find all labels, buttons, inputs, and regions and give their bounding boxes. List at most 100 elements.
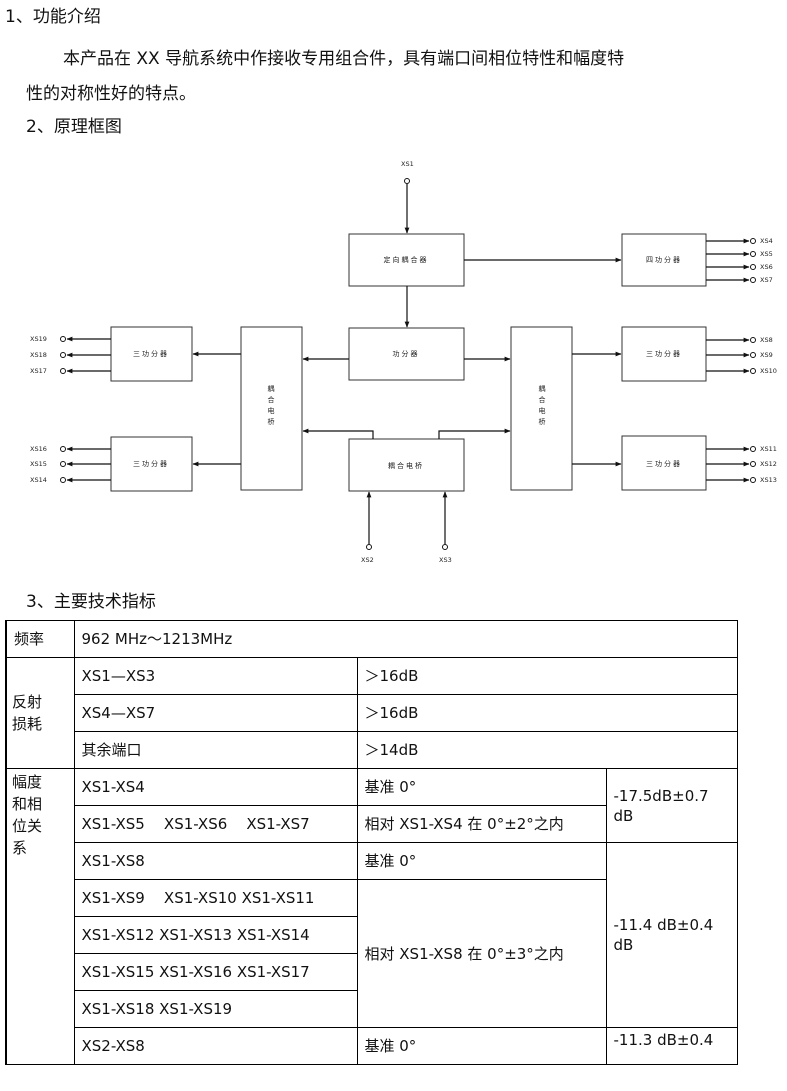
ap-ports: XS1-XS8 <box>73 842 358 880</box>
coupled-bridge-right-label-3: 电 <box>539 406 546 415</box>
xs4-connector-icon <box>750 238 756 244</box>
xs3-connector-icon <box>442 544 448 550</box>
xs9-connector-icon <box>750 352 756 358</box>
return-loss-label: 反射损耗 <box>5 657 75 769</box>
spec-table: 频率 962 MHz～1213MHz 反射损耗 XS1—XS3 ＞16dB XS… <box>5 620 738 1065</box>
coupled-bridge-left-label-1: 耦 <box>268 385 275 393</box>
rl-port: XS4—XS7 <box>73 694 358 732</box>
table-row: XS4—XS7 ＞16dB <box>6 694 738 732</box>
power-divider-label: 功分器 <box>393 349 420 358</box>
three-way-divider-right-top-label: 三功分器 <box>646 349 682 358</box>
four-way-divider-label: 四功分器 <box>646 255 682 264</box>
intro-paragraph-line2: 性的对称性好的特点。 <box>26 84 196 104</box>
ap-phase: 基准 0° <box>356 768 607 806</box>
port-label-xs8: XS8 <box>760 336 773 344</box>
table-row: 频率 962 MHz～1213MHz <box>5 620 738 658</box>
xs8-connector-icon <box>750 337 756 343</box>
xs2-connector-icon <box>366 544 372 550</box>
coupled-bridge-left-label-2: 合 <box>268 395 275 404</box>
port-label-xs12: XS12 <box>760 460 777 468</box>
amp-phase-label: 幅度和相位关系 <box>5 768 75 1065</box>
table-row: XS1-XS8 基准 0° -11.4 dB±0.4 dB <box>6 842 738 1028</box>
three-way-divider-left-top <box>110 326 193 382</box>
ap-ports: XS1-XS12 XS1-XS13 XS1-XS14 <box>73 916 358 954</box>
freq-label: 频率 <box>5 620 75 658</box>
coupled-bridge-right-label-4: 桥 <box>539 417 546 426</box>
xs19-connector-icon <box>60 336 66 342</box>
port-label-xs1: XS1 <box>401 160 414 168</box>
ap-phase: 相对 XS1-XS4 在 0°±2°之内 <box>356 805 607 843</box>
intro-paragraph-line1: 本产品在 XX 导航系统中作接收专用组合件，具有端口间相位特性和幅度特 <box>63 49 625 69</box>
rl-value: ＞16dB <box>356 694 738 732</box>
three-way-divider-left-top-label: 三功分器 <box>133 349 169 358</box>
rl-value: ＞14dB <box>356 731 738 769</box>
section1-title: 1、功能介绍 <box>5 7 101 27</box>
table-row: XS1-XS15 XS1-XS16 XS1-XS17 <box>6 953 737 991</box>
port-label-xs3: XS3 <box>439 556 452 564</box>
coupled-bridge-left <box>240 326 303 491</box>
table-row: 幅度和相位关系 XS1-XS4 基准 0° -17.5dB±0.7 dB <box>5 768 738 1065</box>
directional-coupler-label: 定向耦合器 <box>384 255 429 264</box>
coupled-bridge-right-label-1: 耦 <box>539 385 546 393</box>
port-label-xs18: XS18 <box>30 351 47 359</box>
xs6-connector-icon <box>750 264 756 270</box>
table-row: 其余端口 ＞14dB <box>6 731 738 769</box>
port-label-xs14: XS14 <box>30 476 47 484</box>
xs15-connector-icon <box>60 461 66 467</box>
three-way-divider-right-bottom <box>621 435 707 491</box>
four-way-divider-block <box>621 233 707 287</box>
port-label-xs6: XS6 <box>760 263 773 271</box>
coupled-bridge-left-label-4: 桥 <box>268 417 275 426</box>
ap-ports: XS1-XS5 XS1-XS6 XS1-XS7 <box>73 805 358 843</box>
xs14-connector-icon <box>60 477 66 483</box>
port-label-xs4: XS4 <box>760 237 773 245</box>
three-way-divider-right-bottom-label: 三功分器 <box>646 459 682 468</box>
port-label-xs9: XS9 <box>760 351 773 359</box>
xs18-connector-icon <box>60 352 66 358</box>
coupled-bridge-right-label-2: 合 <box>539 395 546 404</box>
section2-title: 2、原理框图 <box>26 117 122 137</box>
ap-phase: 相对 XS1-XS8 在 0°±3°之内 <box>356 879 607 1028</box>
port-label-xs19: XS19 <box>30 335 47 343</box>
three-way-divider-left-bottom-label: 三功分器 <box>133 459 169 468</box>
amp-value-1: -17.5dB±0.7 dB <box>605 768 738 843</box>
ap-phase: 基准 0° <box>356 1027 607 1065</box>
ap-ports: XS2-XS8 <box>73 1027 358 1065</box>
xs5-connector-icon <box>750 251 756 257</box>
amp-value-2: -11.4 dB±0.4 dB <box>605 842 738 1028</box>
rl-port: 其余端口 <box>73 731 358 769</box>
table-row: 反射损耗 XS1—XS3 ＞16dB <box>5 657 738 769</box>
port-label-xs17: XS17 <box>30 367 47 375</box>
xs7-connector-icon <box>750 277 756 283</box>
ap-ports: XS1-XS15 XS1-XS16 XS1-XS17 <box>73 953 358 991</box>
section3-title: 3、主要技术指标 <box>26 592 156 612</box>
coupled-bridge-right <box>510 326 573 491</box>
xs17-connector-icon <box>60 368 66 374</box>
ap-ports: XS1-XS18 XS1-XS19 <box>73 990 358 1028</box>
coupled-bridge-left-label-3: 电 <box>268 406 275 415</box>
rl-port: XS1—XS3 <box>73 657 358 695</box>
rl-value: ＞16dB <box>356 657 738 695</box>
ap-ports: XS1-XS9 XS1-XS10 XS1-XS11 <box>73 879 358 917</box>
block-diagram: XS1 XS2 XS3 XS4 XS5 XS6 XS7 XS8 XS9 XS10… <box>30 160 777 564</box>
port-label-xs11: XS11 <box>760 445 777 453</box>
xs12-connector-icon <box>750 461 756 467</box>
xs13-connector-icon <box>750 477 756 483</box>
port-label-xs15: XS15 <box>30 460 47 468</box>
xs16-connector-icon <box>60 446 66 452</box>
xs11-connector-icon <box>750 446 756 452</box>
xs10-connector-icon <box>750 368 756 374</box>
port-label-xs16: XS16 <box>30 445 47 453</box>
table-row: XS2-XS8 基准 0° -11.3 dB±0.4 <box>6 1027 738 1065</box>
coupled-bridge-bottom <box>348 438 465 492</box>
freq-value: 962 MHz～1213MHz <box>73 620 738 658</box>
three-way-divider-right-top <box>621 326 707 382</box>
port-label-xs2: XS2 <box>361 556 374 564</box>
port-label-xs10: XS10 <box>760 367 777 375</box>
port-label-xs7: XS7 <box>760 276 773 284</box>
ap-ports: XS1-XS4 <box>73 768 358 806</box>
xs1-connector-icon <box>404 178 410 184</box>
ap-phase: 基准 0° <box>356 842 607 880</box>
table-row: XS1-XS12 XS1-XS13 XS1-XS14 <box>6 916 737 954</box>
power-divider-block <box>348 327 465 381</box>
